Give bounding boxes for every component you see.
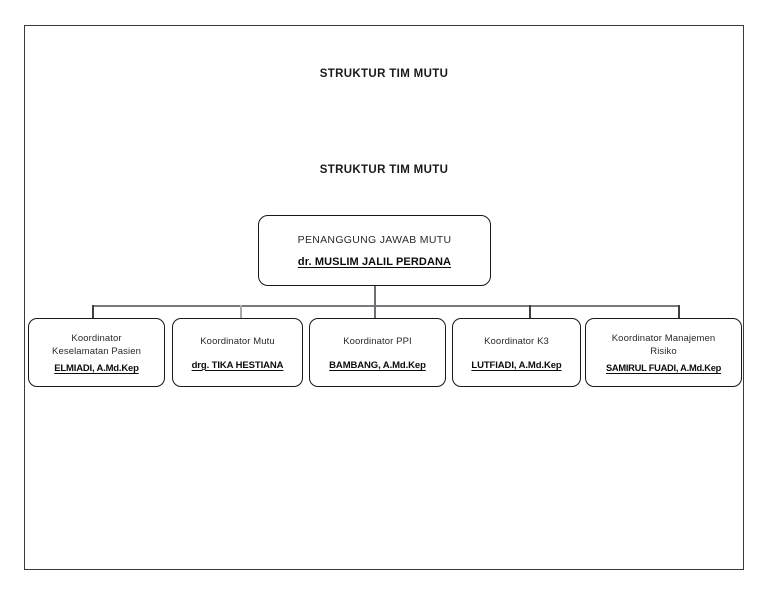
connector-drop-4 xyxy=(529,305,531,330)
org-node-person: ELMIADI, A.Md.Kep xyxy=(54,362,139,374)
org-node-role-line1: Koordinator xyxy=(71,332,122,344)
org-node-person: LUTFIADI, A.Md.Kep xyxy=(471,359,562,371)
org-node-role-line2: Keselamatan Pasien xyxy=(52,345,141,357)
connector-drop-1 xyxy=(92,305,94,319)
org-node-role-line2: Risiko xyxy=(650,346,677,357)
org-node-person: SAMIRUL FUADI, A.Md.Kep xyxy=(605,363,722,373)
org-node-keselamatan-pasien[interactable]: Koordinator Keselamatan Pasien ELMIADI, … xyxy=(28,318,165,387)
org-node-person: BAMBANG, A.Md.Kep xyxy=(329,359,426,371)
org-node-role-line1: Koordinator PPI xyxy=(343,335,412,347)
connector-root-stem xyxy=(374,286,376,307)
org-node-ppi[interactable]: Koordinator PPI BAMBANG, A.Md.Kep xyxy=(309,318,446,387)
org-node-role-line1: Koordinator Mutu xyxy=(200,335,275,347)
org-node-k3[interactable]: Koordinator K3 LUTFIADI, A.Md.Kep xyxy=(452,318,581,387)
connector-drop-3 xyxy=(374,305,376,319)
connector-horizontal-bus xyxy=(92,305,679,307)
document-title-section: STRUKTUR TIM MUTU xyxy=(319,164,449,176)
connector-drop-2 xyxy=(240,305,242,329)
org-node-manajemen-risiko[interactable]: Koordinator Manajemen Risiko SAMIRUL FUA… xyxy=(585,318,742,387)
connector-drop-5 xyxy=(678,305,680,319)
org-node-mutu[interactable]: Koordinator Mutu drg. TIKA HESTIANA xyxy=(172,318,303,387)
org-node-role: PENANGGUNG JAWAB MUTU xyxy=(297,233,452,246)
org-node-person: drg. TIKA HESTIANA xyxy=(191,359,284,371)
document-title-top: STRUKTUR TIM MUTU xyxy=(319,68,449,80)
org-node-role-line1: Koordinator K3 xyxy=(484,335,549,347)
page-border xyxy=(24,25,744,570)
org-node-root[interactable]: PENANGGUNG JAWAB MUTU dr. MUSLIM JALIL P… xyxy=(258,215,491,286)
org-node-role-line1: Koordinator Manajemen xyxy=(611,333,716,344)
org-node-person: dr. MUSLIM JALIL PERDANA xyxy=(297,255,452,268)
